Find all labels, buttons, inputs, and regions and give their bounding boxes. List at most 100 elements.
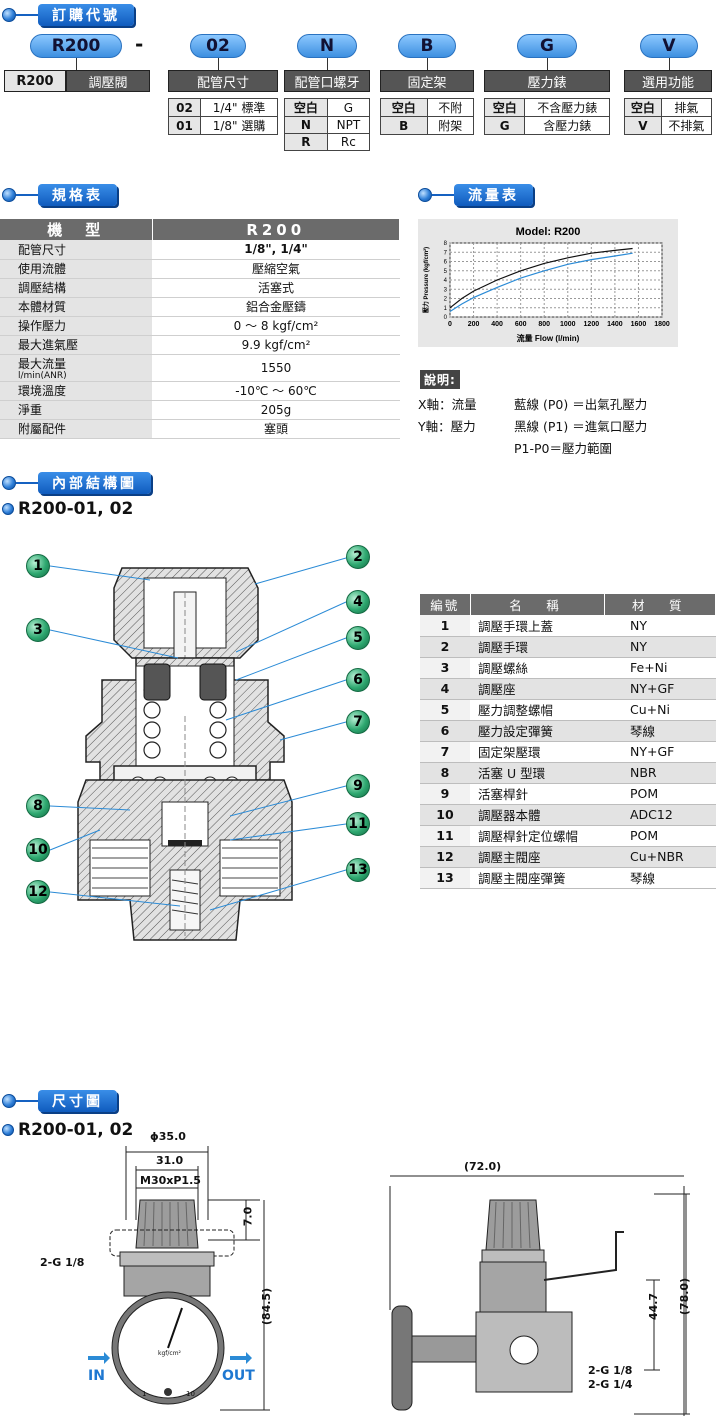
bullet-icon — [418, 188, 432, 202]
notes-axes: X軸：流量 Y軸：壓力 — [418, 394, 518, 438]
dimension-title: 尺寸圖 — [38, 1090, 117, 1112]
series-line-2 — [449, 252, 633, 313]
gauge-unit: kgf/cm² — [158, 1350, 181, 1357]
model-name-bar: 調壓閥 — [66, 70, 150, 92]
dim-diameter: ϕ35.0 — [150, 1130, 186, 1143]
dimension-section-header: 尺寸圖 — [2, 1090, 117, 1112]
pipe-size-bar: 配管尺寸 — [168, 70, 278, 92]
option-bar: 選用功能 — [624, 70, 712, 92]
thread-bar: 配管口螺牙 — [284, 70, 370, 92]
x-tick-label: 1200 — [584, 321, 600, 328]
y-axis-label: 壓力 Pressure (kgf/cm²) — [422, 247, 430, 313]
y-tick-label: 3 — [444, 287, 448, 293]
model-code-bar: R200 — [4, 70, 66, 92]
note-x-axis: X軸：流量 — [418, 397, 477, 412]
internal-section-header: 內部結構圖 — [2, 472, 151, 494]
spec-header-value: R200 — [152, 219, 400, 240]
code-pill-thread: N — [297, 34, 357, 58]
callout-1: 1 — [26, 554, 50, 578]
gauge-max: 10 — [186, 1390, 195, 1398]
internal-title: 內部結構圖 — [38, 472, 151, 494]
callout-7: 7 — [346, 710, 370, 734]
callout-12: 12 — [26, 880, 50, 904]
bullet-icon — [2, 476, 16, 490]
y-tick-label: 7 — [444, 250, 448, 256]
spec-title: 規格表 — [38, 184, 117, 206]
front-view-drawing — [88, 1146, 270, 1411]
x-tick-label: 1600 — [631, 321, 647, 328]
y-tick-label: 2 — [444, 297, 448, 303]
callout-2: 2 — [346, 545, 370, 569]
bullet-icon — [2, 503, 14, 515]
y-tick-label: 1 — [444, 306, 448, 312]
notes-tag: 說明: — [420, 370, 460, 389]
y-tick-label: 0 — [444, 315, 448, 321]
code-pill-option: V — [640, 34, 698, 58]
x-axis-label: 流量 Flow (l/min) — [517, 333, 580, 343]
gauge-bar: 壓力錶 — [484, 70, 610, 92]
x-tick-label: 400 — [491, 321, 503, 328]
bullet-icon — [2, 1124, 14, 1136]
note-y-axis: Y軸：壓力 — [418, 419, 476, 434]
bullet-icon — [2, 188, 16, 202]
out-label: OUT — [222, 1368, 255, 1384]
dim-thread: M30xP1.5 — [140, 1174, 201, 1187]
x-tick-label: 1400 — [607, 321, 623, 328]
bullet-icon — [2, 1094, 16, 1108]
callout-10: 10 — [26, 838, 50, 862]
series-line-1 — [449, 247, 633, 309]
spec-header-key: 機 型 — [0, 219, 153, 240]
code-pill-gauge: G — [517, 34, 577, 58]
code-pill-bracket: B — [398, 34, 456, 58]
callout-11: 11 — [346, 812, 370, 836]
in-label: IN — [88, 1368, 105, 1384]
cross-section-drawing — [77, 567, 293, 941]
code-pill-model: R200 — [30, 34, 122, 58]
note-black-line: 黑線 (P1) ＝進氣口壓力 — [514, 419, 648, 434]
callout-4: 4 — [346, 590, 370, 614]
callout-8: 8 — [26, 794, 50, 818]
dim-side-mid: 44.7 — [647, 1292, 661, 1321]
callout-5: 5 — [346, 626, 370, 650]
x-tick-label: 200 — [468, 321, 480, 328]
bullet-icon — [2, 8, 16, 22]
callout-leaders — [49, 557, 347, 911]
bracket-bar: 固定架 — [380, 70, 474, 92]
chart-title: Model: R200 — [516, 226, 581, 238]
internal-subtitle: R200-01, 02 — [2, 499, 133, 519]
flow-section-header: 流量表 — [418, 184, 533, 206]
dimension-subtitle: R200-01, 02 — [2, 1120, 133, 1140]
side-view-drawing — [389, 1175, 690, 1416]
x-tick-label: 600 — [515, 321, 527, 328]
dim-side-width: (72.0) — [464, 1160, 502, 1173]
x-tick-label: 0 — [448, 321, 452, 328]
note-blue-line: 藍線 (P0) ＝出氣孔壓力 — [514, 397, 648, 412]
callout-9: 9 — [346, 774, 370, 798]
dim-side-port-1: 2-G 1/8 — [588, 1364, 633, 1377]
dim-side-total: (78.0) — [678, 1277, 692, 1316]
dim-total-height: (84.5) — [260, 1287, 274, 1326]
dim-side-port-2: 2-G 1/4 — [588, 1378, 633, 1391]
dim-width: 31.0 — [156, 1154, 184, 1167]
code-dash: - — [135, 32, 144, 56]
flow-title: 流量表 — [454, 184, 533, 206]
